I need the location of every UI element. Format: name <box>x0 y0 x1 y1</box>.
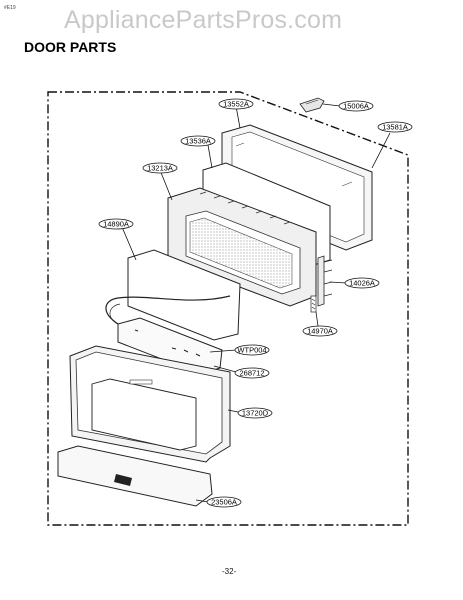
callout-15006A: 15006A <box>338 100 374 112</box>
callout-label: 14970A <box>307 327 333 336</box>
page-number: -32- <box>222 567 237 576</box>
callout-label: 15006A <box>343 102 369 111</box>
watermark: AppliancePartsPros.com <box>64 6 343 34</box>
callout-label: 13536A <box>185 137 211 146</box>
handle-trim-icon <box>57 445 213 507</box>
outer-door-frame-icon <box>221 124 373 251</box>
callout-WTP004: WTP004 <box>234 344 270 356</box>
leader-lines <box>121 103 391 503</box>
callout-13552A: 13552A <box>218 98 254 110</box>
callout-label: WTP004 <box>237 346 266 355</box>
callout-label: 13552A <box>223 100 249 109</box>
callout-13213A: 13213A <box>142 162 178 174</box>
callout-268712: 268712 <box>234 367 270 379</box>
corner-code: #E19 <box>4 5 16 11</box>
small-clip-icon <box>299 97 325 113</box>
callout-13581A: 13581A <box>377 121 413 133</box>
callout-label: 268712 <box>239 369 264 378</box>
callout-label: 14890A <box>103 220 129 229</box>
callout-14026A: 14026A <box>344 277 380 289</box>
callout-13536A: 13536A <box>180 135 216 147</box>
callout-14970A: 14970A <box>302 325 338 337</box>
callout-13720D: 13720D <box>237 407 273 419</box>
callout-label: 23506A <box>211 498 237 507</box>
dashed-boundary <box>47 91 409 526</box>
hinge-bracket-icon <box>317 255 333 307</box>
callout-label: 14026A <box>349 279 375 288</box>
callout-label: 13213A <box>147 164 173 173</box>
door-front-panel-icon <box>69 345 231 463</box>
callout-label: 13581A <box>382 123 408 132</box>
page-title: DOOR PARTS <box>24 39 117 55</box>
callout-14890A: 14890A <box>98 218 134 230</box>
callout-label: 13720D <box>242 409 269 418</box>
callout-23506A: 23506A <box>206 496 242 508</box>
latch-spring-icon <box>310 295 317 313</box>
insulation-sheet-icon <box>127 249 241 341</box>
